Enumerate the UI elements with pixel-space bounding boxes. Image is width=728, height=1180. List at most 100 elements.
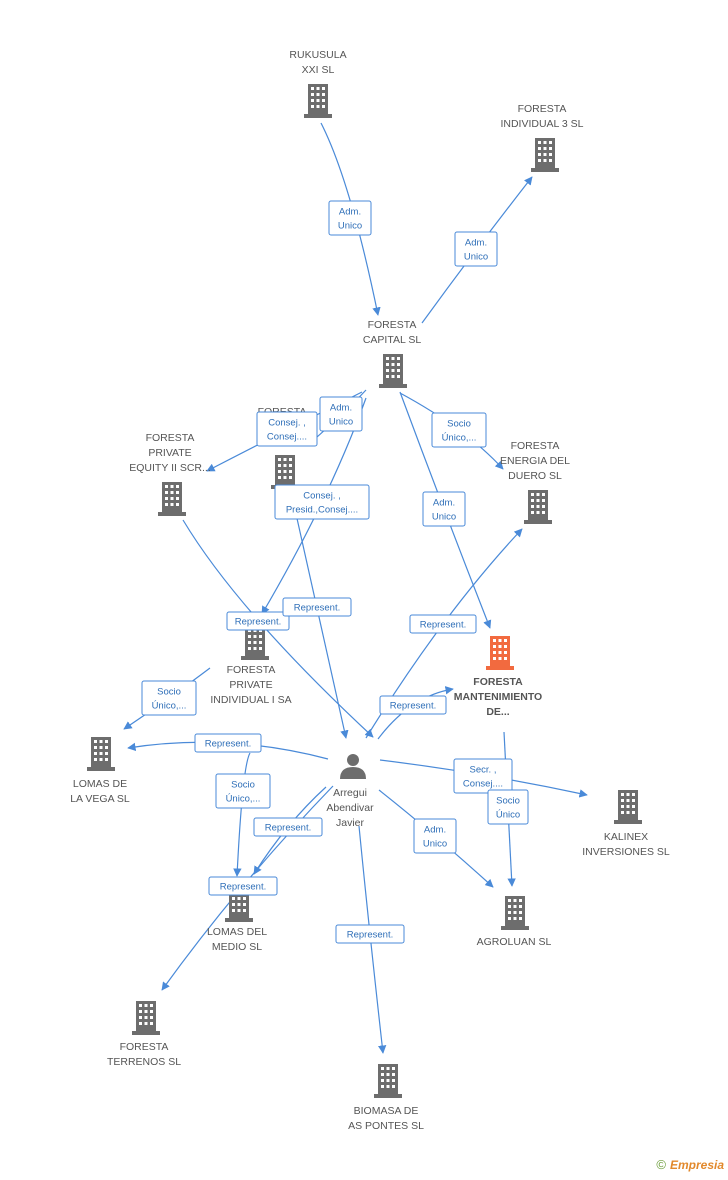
relation-label-box[interactable]: SocioÚnico,... <box>215 773 271 809</box>
relation-label-box[interactable]: Represent. <box>226 611 290 631</box>
relation-label-box[interactable]: Adm.Unico <box>413 818 457 854</box>
node-label-line: AS PONTES SL <box>348 1120 424 1132</box>
building-icon <box>379 354 407 388</box>
relation-label-box[interactable]: Secr. , Consej.... <box>453 758 513 794</box>
relation-label-frame <box>319 396 363 432</box>
relation-label-box[interactable]: Represent. <box>208 876 278 896</box>
relation-label-frame <box>413 818 457 854</box>
building-icon <box>132 1001 160 1035</box>
company-node[interactable]: LOMAS DE LA VEGA SL <box>70 737 130 805</box>
footer-credit: ©Empresia <box>656 1157 724 1172</box>
relation-label-frame <box>454 231 498 267</box>
building-icon <box>158 482 186 516</box>
company-node[interactable]: BIOMASA DE AS PONTES SL <box>348 1064 424 1132</box>
node-label-line: FORESTA <box>511 440 560 452</box>
node-label-line: FORESTA <box>146 432 195 444</box>
relation-label-text: Único,... <box>152 701 187 712</box>
relation-label-box[interactable]: Adm.Unico <box>328 200 372 236</box>
relation-label-frame <box>256 411 318 447</box>
node-label-line: AGROLUAN SL <box>477 936 552 948</box>
relation-label-frame <box>422 491 466 527</box>
relation-label-text: Socio <box>231 780 255 791</box>
relation-label-text: Adm. <box>330 403 352 414</box>
node-label-line: PRIVATE <box>148 447 191 459</box>
relation-label-box[interactable]: Represent. <box>282 597 352 617</box>
relation-label-box[interactable]: Represent. <box>335 924 405 944</box>
node-label-line: DUERO SL <box>508 470 562 482</box>
relation-label-text: Represent. <box>205 739 251 750</box>
relation-label-text: Adm. <box>465 238 487 249</box>
node-label-line: MANTENIMIENTO <box>454 691 542 703</box>
building-icon <box>614 790 642 824</box>
relation-label-frame <box>335 924 405 944</box>
company-node[interactable]: AGROLUAN SL <box>477 896 552 948</box>
brand-logo[interactable]: Empresia <box>669 1158 724 1172</box>
relation-label-text: Unico <box>432 512 456 523</box>
node-label-line: LOMAS DE <box>73 778 127 790</box>
node-label-line: FORESTA <box>120 1041 169 1053</box>
relation-label-text: Represent. <box>294 603 340 614</box>
relation-label-frame <box>208 876 278 896</box>
company-node[interactable]: KALINEX INVERSIONES SL <box>582 790 670 858</box>
relation-label-frame <box>226 611 290 631</box>
node-label-line: BIOMASA DE <box>354 1105 419 1117</box>
company-node[interactable]: RUKUSULA XXI SL <box>289 49 347 118</box>
relation-label-text: Adm. <box>424 825 446 836</box>
node-label-line: RUKUSULA <box>289 49 346 61</box>
relation-label-box[interactable]: Represent. <box>379 695 447 715</box>
person-icon <box>340 754 366 779</box>
node-label-line: INVERSIONES SL <box>582 846 670 858</box>
building-icon <box>271 455 299 489</box>
relation-label-box[interactable]: Represent. <box>194 733 262 753</box>
node-label-line: KALINEX <box>604 831 648 843</box>
relation-label-text: Represent. <box>220 882 266 893</box>
relation-edge <box>320 122 381 316</box>
relation-label-text: Consej. , <box>303 491 341 502</box>
relation-edge <box>293 504 349 739</box>
node-label-line: Arregui <box>333 787 367 799</box>
relation-label-frame <box>409 614 477 634</box>
relation-label-text: Socio <box>447 419 471 430</box>
relation-label-box[interactable]: Consej. , Presid.,Consej.... <box>274 484 370 520</box>
building-icon <box>374 1064 402 1098</box>
relation-label-text: Consej.... <box>463 779 503 790</box>
relation-label-box[interactable]: SocioÚnico,... <box>431 412 487 448</box>
relation-label-text: Único <box>496 810 520 821</box>
relation-label-frame <box>431 412 487 448</box>
company-node[interactable]: FORESTAMANTENIMIENTODE... <box>454 636 542 718</box>
node-label-line: INDIVIDUAL 3 SL <box>500 118 583 130</box>
relation-label-frame <box>253 817 323 837</box>
node-label-line: LA VEGA SL <box>70 793 130 805</box>
relation-label-box[interactable]: Consej. ,Consej.... <box>256 411 318 447</box>
relation-label-text: Adm. <box>433 498 455 509</box>
relation-label-box[interactable]: Represent. <box>409 614 477 634</box>
relation-label-text: Consej. , <box>268 418 306 429</box>
copyright-mark: © <box>656 1157 666 1172</box>
relation-label-text: Socio <box>496 796 520 807</box>
relation-label-text: Unico <box>338 221 362 232</box>
relation-label-text: Secr. , <box>470 765 497 776</box>
relation-label-box[interactable]: Represent. <box>253 817 323 837</box>
relation-label-box[interactable]: Adm. Unico <box>319 396 363 432</box>
relation-label-box[interactable]: SocioÚnico,... <box>141 680 197 716</box>
relation-label-box[interactable]: Adm. Unico <box>422 491 466 527</box>
relation-label-box[interactable]: Adm.Unico <box>454 231 498 267</box>
building-icon <box>501 896 529 930</box>
node-label-line: Javier <box>336 817 365 829</box>
relation-label-frame <box>215 773 271 809</box>
node-label-line: XXI SL <box>302 64 335 76</box>
relation-label-text: Unico <box>329 417 353 428</box>
relation-label-frame <box>194 733 262 753</box>
node-label-line: FORESTA <box>368 319 417 331</box>
relation-label-text: Presid.,Consej.... <box>286 505 358 516</box>
relation-label-frame <box>274 484 370 520</box>
